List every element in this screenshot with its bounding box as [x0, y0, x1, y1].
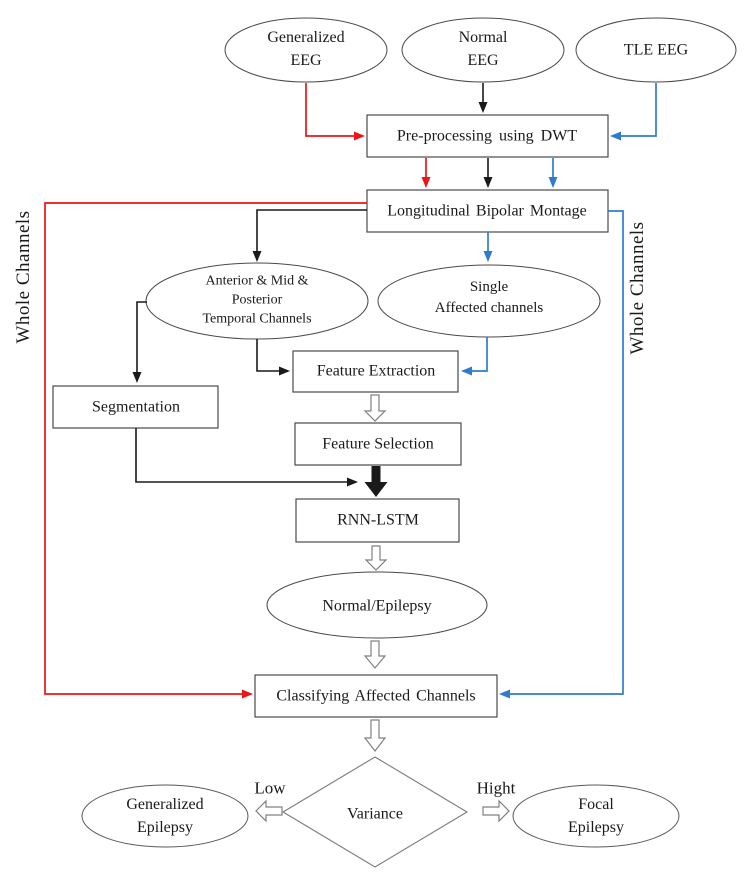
hollow-arrow-classifying-to-variance — [363, 719, 387, 752]
hollow-arrow-variance-to-generalized — [255, 799, 283, 823]
node-normal-eeg-label: Normal EEG — [458, 28, 508, 69]
edge-tle-to-preprocessing — [610, 83, 657, 141]
node-preprocessing-label: Pre-processing using DWT — [396, 127, 578, 145]
hollow-arrow-rnn-to-normal-epilepsy — [364, 545, 388, 571]
node-generalized-eeg-shape — [224, 17, 388, 83]
node-segmentation-shape — [52, 385, 219, 429]
edge-generalized-to-preprocessing — [305, 83, 365, 141]
node-tle-eeg-shape — [575, 17, 737, 83]
node-feature-selection-shape — [294, 422, 462, 466]
node-generalized-epilepsy-shape — [81, 784, 249, 848]
node-generalized-epilepsy-label: Generalized Epilepsy — [126, 795, 204, 836]
side-label-whole-channels-left: Whole Channels — [13, 210, 34, 344]
node-feature-selection-label: Feature Selection — [322, 435, 434, 453]
edge-montage-to-classifying-red — [44, 202, 367, 699]
node-feature-extraction-shape — [292, 350, 459, 393]
hollow-arrow-extraction-to-selection — [363, 394, 387, 422]
node-rnn-lstm-shape — [295, 498, 460, 543]
edge-single-to-feature-extraction — [461, 337, 488, 376]
node-focal-epilepsy-shape — [512, 784, 680, 848]
edge-temporal-to-feature-extraction — [256, 339, 290, 376]
node-tle-eeg-label: TLE EEG — [623, 41, 689, 59]
hollow-arrow-variance-to-focal — [482, 799, 510, 823]
edge-montage-to-temporal — [252, 209, 367, 262]
node-normal-epilepsy-shape — [266, 571, 488, 639]
node-single-affected-shape — [377, 264, 601, 338]
edge-temporal-to-segmentation — [132, 301, 147, 383]
node-classifying-label: Classifying Affected Channels — [276, 687, 476, 705]
node-rnn-lstm-label: RNN-LSTM — [337, 511, 419, 529]
node-focal-epilepsy-label: Focal Epilepsy — [568, 795, 624, 836]
node-normal-eeg-shape — [401, 17, 565, 83]
node-variance-label: Variance — [347, 805, 403, 823]
node-classifying-shape — [254, 674, 498, 718]
edge-segmentation-to-rnn — [135, 428, 358, 487]
node-variance-diamond-shape — [281, 756, 469, 868]
node-feature-extraction-label: Feature Extraction — [316, 362, 436, 380]
side-label-whole-channels-right: Whole Channels — [627, 221, 648, 355]
edge-montage-to-classifying-blue — [499, 210, 624, 699]
node-segmentation-label: Segmentation — [92, 398, 180, 416]
edge-label-low: Low — [254, 778, 286, 798]
node-single-affected-label: Single Affected channels — [434, 279, 544, 316]
hollow-arrow-normal-epilepsy-to-classifying — [363, 640, 387, 669]
node-normal-epilepsy-label: Normal/Epilepsy — [322, 597, 432, 615]
thick-arrow-selection-to-rnn — [364, 466, 388, 497]
edge-label-hight: Hight — [476, 778, 516, 798]
node-temporal-channels-label: Anterior & Mid & Posterior Temporal Chan… — [202, 273, 312, 327]
node-generalized-eeg-label: Generalized EEG — [267, 28, 345, 69]
node-preprocessing-shape — [366, 114, 609, 158]
node-montage-label: Longitudinal Bipolar Montage — [387, 202, 587, 220]
